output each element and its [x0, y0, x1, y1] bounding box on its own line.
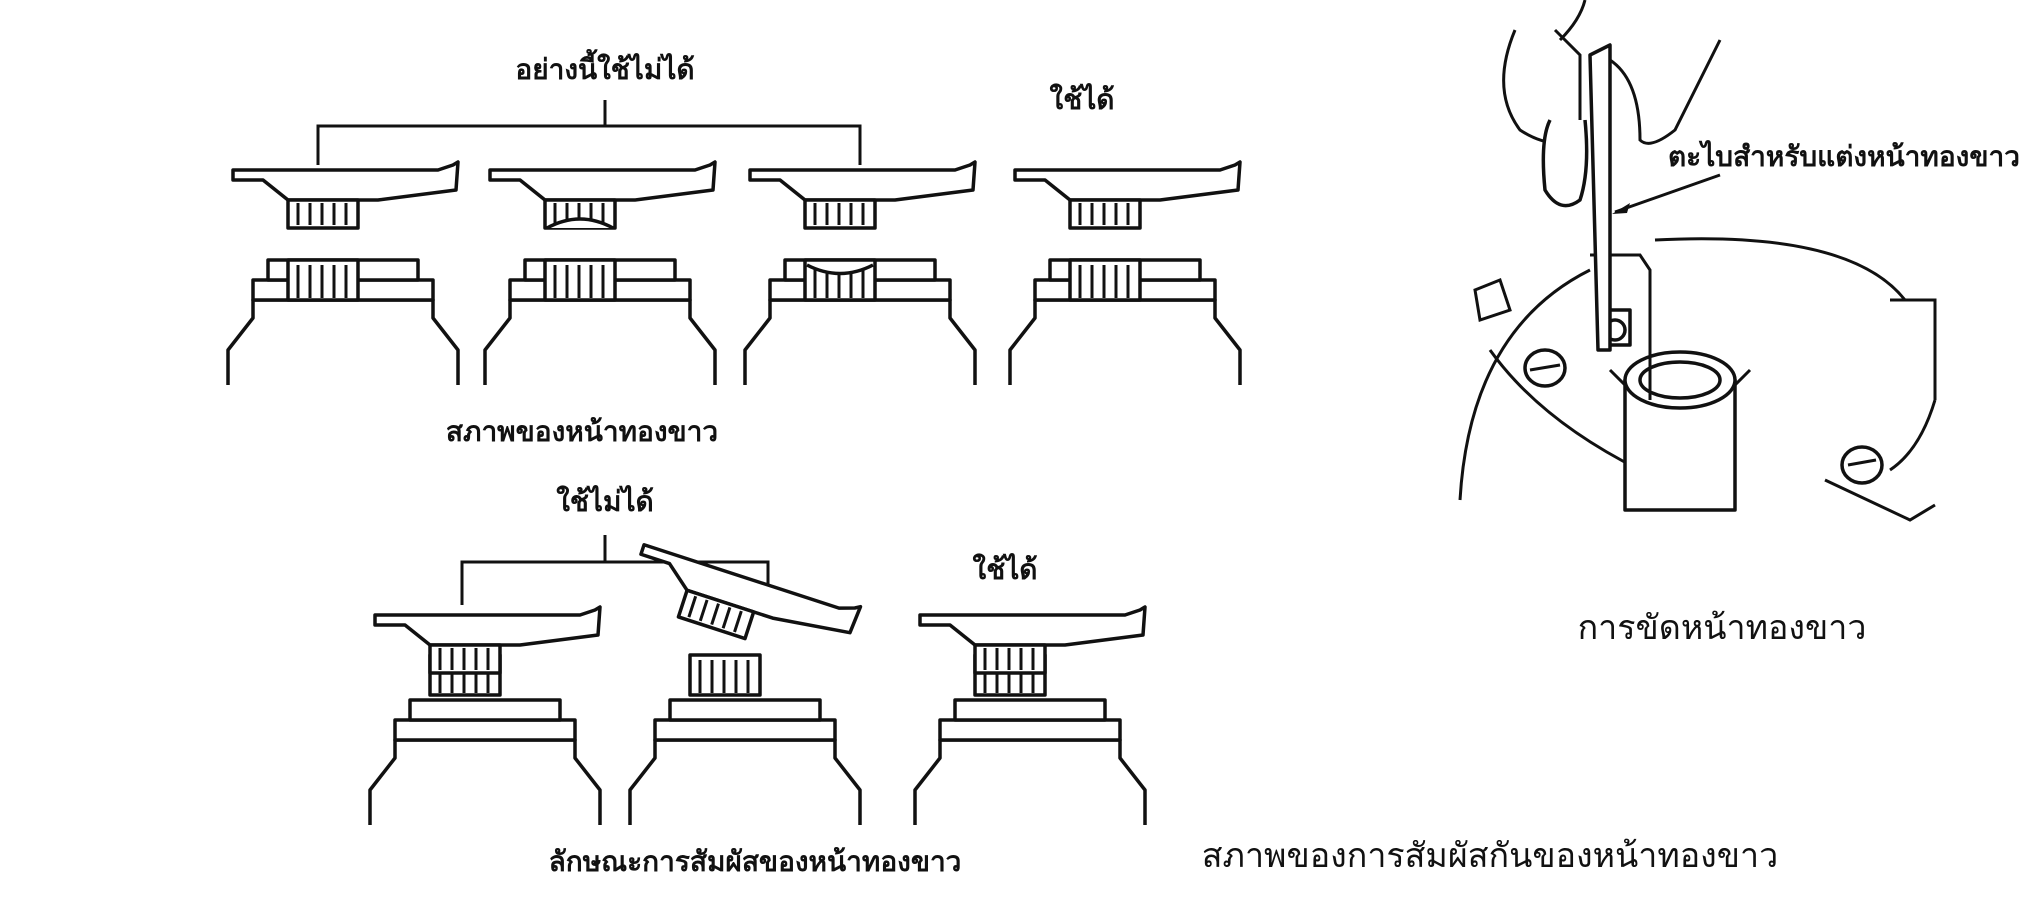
top-good-label: ใช้ได้ [1049, 83, 1115, 116]
top-bad-label: อย่างนี้ใช้ไม่ได้ [515, 53, 695, 86]
point-filing-illustration [1458, 0, 1937, 522]
bottom-caption: ลักษณะการสัมผัสของหน้าทองขาว [548, 845, 962, 878]
figure-peaked [743, 160, 977, 387]
bottom-bad-label: ใช้ไม่ได้ [556, 485, 654, 518]
figure-misaligned-tilted [628, 535, 863, 827]
figure-good-bottom [913, 605, 1147, 827]
figure-pitted [483, 160, 717, 387]
overall-caption: สภาพของการสัมผัสกันของหน้าทองขาว [1201, 836, 1779, 876]
bottom-good-label: ใช้ได้ [972, 553, 1038, 586]
figure-good-top [1008, 160, 1242, 387]
figure-misaligned-offset [368, 605, 602, 827]
figure-worn-uneven [226, 160, 460, 387]
top-bad-bracket [316, 100, 862, 165]
filing-caption: การขัดหน้าทองขาว [1577, 608, 1867, 648]
top-caption: สภาพของหน้าทองขาว [445, 415, 719, 448]
file-tool-callout: ตะไบสำหรับแต่งหน้าทองขาว [1668, 140, 2020, 173]
